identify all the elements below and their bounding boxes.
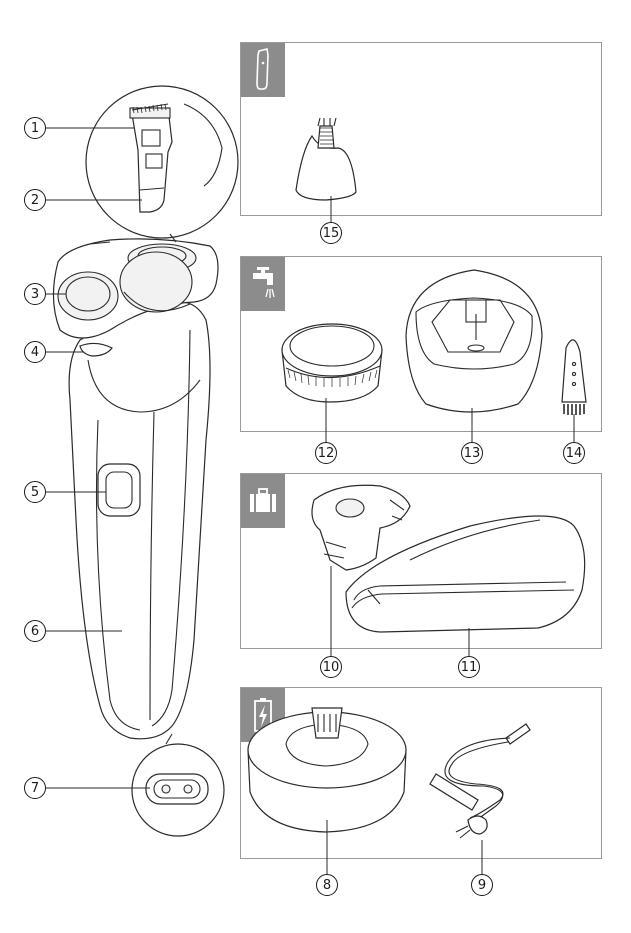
callout-3-label: 3 bbox=[31, 288, 39, 301]
callout-4: 4 bbox=[24, 341, 46, 363]
power-button bbox=[98, 464, 140, 516]
precision-trimmer-attachment bbox=[296, 118, 356, 200]
cleaning-cartridge bbox=[282, 324, 382, 402]
callout-14-label: 14 bbox=[566, 447, 583, 460]
callout-5-label: 5 bbox=[31, 486, 39, 499]
callout-10-label: 10 bbox=[323, 661, 340, 674]
callout-7-label: 7 bbox=[31, 782, 39, 795]
callout-4-label: 4 bbox=[31, 346, 39, 359]
travel-pouch bbox=[346, 516, 585, 632]
callout-10: 10 bbox=[320, 656, 342, 678]
callout-11: 11 bbox=[458, 656, 480, 678]
callout-1-label: 1 bbox=[31, 122, 39, 135]
trimmer-detail-magnifier bbox=[86, 86, 238, 242]
callout-11-label: 11 bbox=[461, 661, 478, 674]
socket-detail-magnifier bbox=[132, 734, 224, 836]
callout-6-label: 6 bbox=[31, 625, 39, 638]
callout-6: 6 bbox=[24, 620, 46, 642]
power-supply-cable bbox=[430, 724, 530, 838]
callout-13-label: 13 bbox=[464, 447, 481, 460]
callout-13: 13 bbox=[461, 442, 483, 464]
callout-5: 5 bbox=[24, 481, 46, 503]
callout-12: 12 bbox=[315, 442, 337, 464]
callout-7: 7 bbox=[24, 777, 46, 799]
callout-9: 9 bbox=[471, 874, 493, 896]
cleaning-brush bbox=[562, 340, 586, 415]
callout-2-label: 2 bbox=[31, 194, 39, 207]
callout-14: 14 bbox=[563, 442, 585, 464]
callout-2: 2 bbox=[24, 189, 46, 211]
shaver-handle bbox=[69, 302, 210, 739]
callout-15-label: 15 bbox=[323, 227, 340, 240]
callout-15: 15 bbox=[320, 222, 342, 244]
callout-8-label: 8 bbox=[323, 879, 331, 892]
callout-8: 8 bbox=[316, 874, 338, 896]
callout-3: 3 bbox=[24, 283, 46, 305]
callout-1: 1 bbox=[24, 117, 46, 139]
charging-stand bbox=[248, 708, 406, 832]
quick-clean-pod bbox=[406, 270, 542, 412]
callout-12-label: 12 bbox=[318, 447, 335, 460]
callout-9-label: 9 bbox=[478, 879, 486, 892]
